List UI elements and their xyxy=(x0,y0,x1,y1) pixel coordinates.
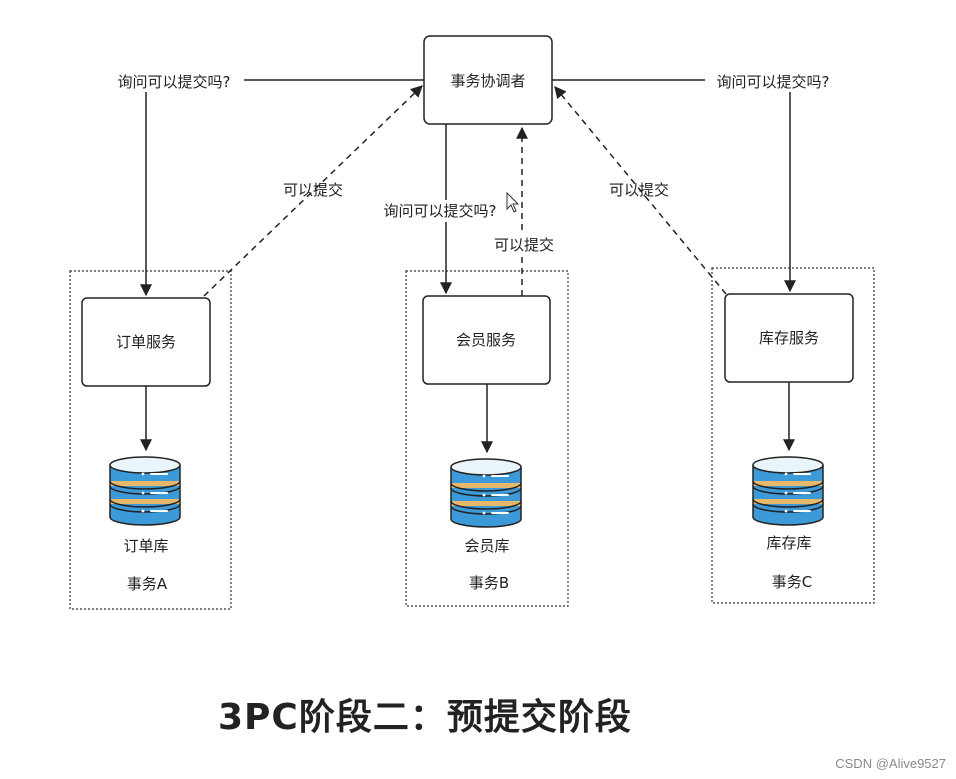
txn-label-c: 事务C xyxy=(772,573,812,591)
arrow-ask-c xyxy=(552,79,796,293)
service-label-b: 会员服务 xyxy=(456,331,516,349)
diagram-title: 3PC阶段二：预提交阶段 xyxy=(218,697,632,738)
db-label-c: 库存库 xyxy=(766,534,811,552)
transaction-group-a xyxy=(69,270,232,610)
db-label-b: 会员库 xyxy=(464,537,509,555)
service-label-a: 订单服务 xyxy=(116,333,176,351)
database-icon-c xyxy=(752,456,824,526)
ask-label-c: 询问可以提交吗? xyxy=(717,73,830,91)
transaction-group-c xyxy=(711,267,875,604)
service-node-b: 会员服务 xyxy=(422,295,551,385)
arrow-reply-c xyxy=(554,86,727,295)
database-icon-b xyxy=(450,458,522,528)
ask-label-a: 询问可以提交吗? xyxy=(118,73,231,91)
service-label-c: 库存服务 xyxy=(759,329,819,347)
coordinator-node: 事务协调者 xyxy=(423,35,553,125)
transaction-group-b xyxy=(405,270,569,607)
service-node-c: 库存服务 xyxy=(724,293,854,383)
db-label-a: 订单库 xyxy=(123,537,168,555)
service-node-a: 订单服务 xyxy=(81,297,211,387)
txn-label-b: 事务B xyxy=(469,574,509,592)
reply-label-b: 可以提交 xyxy=(494,236,554,254)
watermark: CSDN @Alive9527 xyxy=(835,756,946,771)
database-icon-a xyxy=(109,456,181,526)
txn-label-a: 事务A xyxy=(127,575,168,593)
reply-label-a: 可以提交 xyxy=(283,181,343,199)
coordinator-label: 事务协调者 xyxy=(450,72,525,90)
ask-label-b: 询问可以提交吗? xyxy=(384,202,497,220)
reply-label-c: 可以提交 xyxy=(609,181,669,199)
mouse-cursor-icon xyxy=(506,191,520,213)
